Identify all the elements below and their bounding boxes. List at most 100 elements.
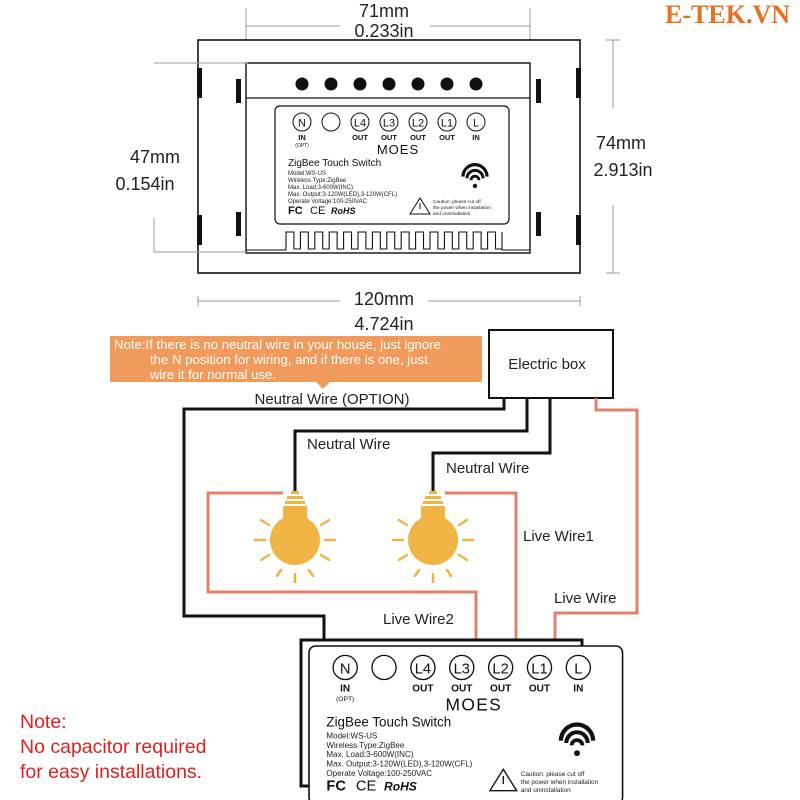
- rohs-mark: RoHS: [384, 780, 417, 794]
- capacitor-note-title: Note:: [20, 711, 67, 733]
- terminal-L3: [379, 112, 399, 132]
- label-live-wire: Live Wire: [554, 590, 617, 607]
- wiring: Electric box Neutral Wire (OPTION) Neutr…: [182, 329, 639, 800]
- frame-tab: [576, 215, 581, 245]
- body-tab: [236, 212, 241, 236]
- label-plate: [308, 645, 624, 800]
- switch-dimension-drawing: 71mm 0.233in NIN(OPT)L4OUTL3OUTL2OUTL1OU…: [115, 1, 652, 334]
- label-plate: [274, 105, 510, 225]
- label-neutral-wire-2: Neutral Wire: [446, 460, 529, 477]
- terminal-sub: OUT: [410, 133, 426, 142]
- terminal-L4: [410, 654, 436, 681]
- screw-dot: [353, 77, 367, 91]
- bottom-width-mm: 120mm: [354, 289, 414, 309]
- rohs-mark: RoHS: [331, 206, 356, 216]
- terminal-id: N: [340, 661, 351, 677]
- switch-label-bottom: NIN(OPT)L4OUTL3OUTL2OUTL1OUTLINMOESZigBe…: [308, 645, 624, 800]
- product-title: ZigBee Touch Switch: [288, 158, 381, 169]
- caution-line: the power when installation: [433, 205, 491, 211]
- screw-dot: [411, 77, 425, 91]
- terminal-sub: OUT: [490, 684, 512, 695]
- live-wire-2: [206, 491, 478, 655]
- label-live-wire-1: Live Wire1: [523, 528, 594, 545]
- neutral-note-callout: Note:If there is no neutral wire in your…: [110, 336, 482, 389]
- caution-line: Caution: please cut off: [433, 199, 481, 205]
- terminal-blank: [371, 654, 397, 681]
- body-tab: [236, 79, 241, 103]
- terminal-sub2: (OPT): [295, 143, 309, 149]
- warning-icon: [409, 197, 431, 215]
- left-height-in: 0.154in: [115, 174, 174, 194]
- terminal-sub: IN: [340, 684, 350, 695]
- live-wire-1: [445, 491, 518, 655]
- terminal-id: L4: [415, 661, 431, 677]
- spec-line: Operate Voltage:100-250VAC: [326, 769, 432, 778]
- label-live-wire-2: Live Wire2: [383, 611, 454, 628]
- top-width-mm: 71mm: [359, 1, 409, 21]
- terminal-sub: IN: [573, 684, 583, 695]
- terminal-L: [565, 654, 592, 681]
- neutral-wire-option: [182, 398, 506, 655]
- note-line-3: wire it for normal use.: [150, 367, 277, 382]
- fcc-mark: FC: [326, 779, 346, 795]
- screw-dot: [382, 77, 396, 91]
- terminal-screw-row: [295, 77, 483, 91]
- terminal-L3: [449, 654, 475, 681]
- frame-tab: [197, 68, 202, 98]
- moes-logo: MOES: [446, 694, 503, 714]
- frame-tab: [576, 68, 581, 98]
- terminal-id: L1: [441, 118, 453, 130]
- note-line-2: the N position for wiring, and if there …: [150, 352, 428, 367]
- terminal-N: [332, 654, 358, 681]
- spec-line: Model:WS-US: [326, 731, 377, 740]
- terminal-sub: OUT: [381, 133, 397, 142]
- screw-dot: [469, 77, 483, 91]
- label-neutral-wire-1: Neutral Wire: [307, 436, 390, 453]
- spec-line: Wireless Type:ZigBee: [288, 178, 347, 184]
- top-width-in: 0.233in: [354, 21, 413, 41]
- terminal-L: [466, 112, 486, 132]
- terminal-id: L1: [531, 661, 547, 677]
- bottom-width-in: 4.724in: [354, 314, 413, 334]
- terminal-id: L2: [412, 118, 424, 130]
- body-tab: [536, 79, 541, 103]
- terminal-id: N: [298, 118, 306, 130]
- terminal-sub: IN: [472, 133, 480, 142]
- right-height-in: 2.913in: [593, 160, 652, 180]
- terminal-L2: [408, 112, 428, 132]
- ce-mark: CE: [356, 779, 377, 795]
- spec-line: Max. Load:3-600W(INC): [326, 750, 413, 759]
- terminal-sub: IN: [298, 133, 306, 142]
- terminal-id: L3: [383, 118, 395, 130]
- terminal-L4: [350, 112, 370, 132]
- capacitor-note-line-1: No capacitor required: [20, 736, 207, 758]
- terminal-L1: [526, 654, 553, 681]
- spec-line: Max. Load:3-600W(INC): [288, 185, 353, 191]
- right-height-mm: 74mm: [596, 133, 646, 153]
- live-wire: [553, 398, 639, 655]
- label-neutral-option: Neutral Wire (OPTION): [254, 391, 409, 408]
- warning-icon: [488, 768, 518, 792]
- spec-line: Operate Voltage:100-250VAC: [288, 199, 368, 205]
- terminal-sub: OUT: [352, 133, 368, 142]
- terminal-L1: [437, 112, 457, 132]
- screw-dot: [324, 77, 338, 91]
- terminal-sub: OUT: [439, 133, 455, 142]
- neutral-wire-bulb-2: [431, 398, 552, 492]
- terminal-id: L: [473, 118, 479, 130]
- caution-line: the power when installation: [521, 779, 599, 786]
- terminal-sub2: (OPT): [336, 696, 354, 703]
- fcc-mark: FC: [288, 205, 303, 217]
- capacitor-note: Note: No capacitor required for easy ins…: [20, 710, 206, 785]
- terminal-sub: OUT: [529, 684, 551, 695]
- terminal-id: L3: [454, 661, 470, 677]
- screw-dot: [295, 77, 309, 91]
- terminal-id: L: [574, 661, 582, 677]
- brand-watermark: E-TEK.VN: [665, 0, 790, 29]
- moes-logo: MOES: [377, 142, 419, 157]
- terminal-L2: [487, 654, 514, 681]
- spec-line: Max. Output:3-120W(LED),3-120W(CFL): [288, 192, 397, 198]
- terminal-sub: OUT: [451, 684, 473, 695]
- spec-line: Model:WS-US: [288, 171, 326, 177]
